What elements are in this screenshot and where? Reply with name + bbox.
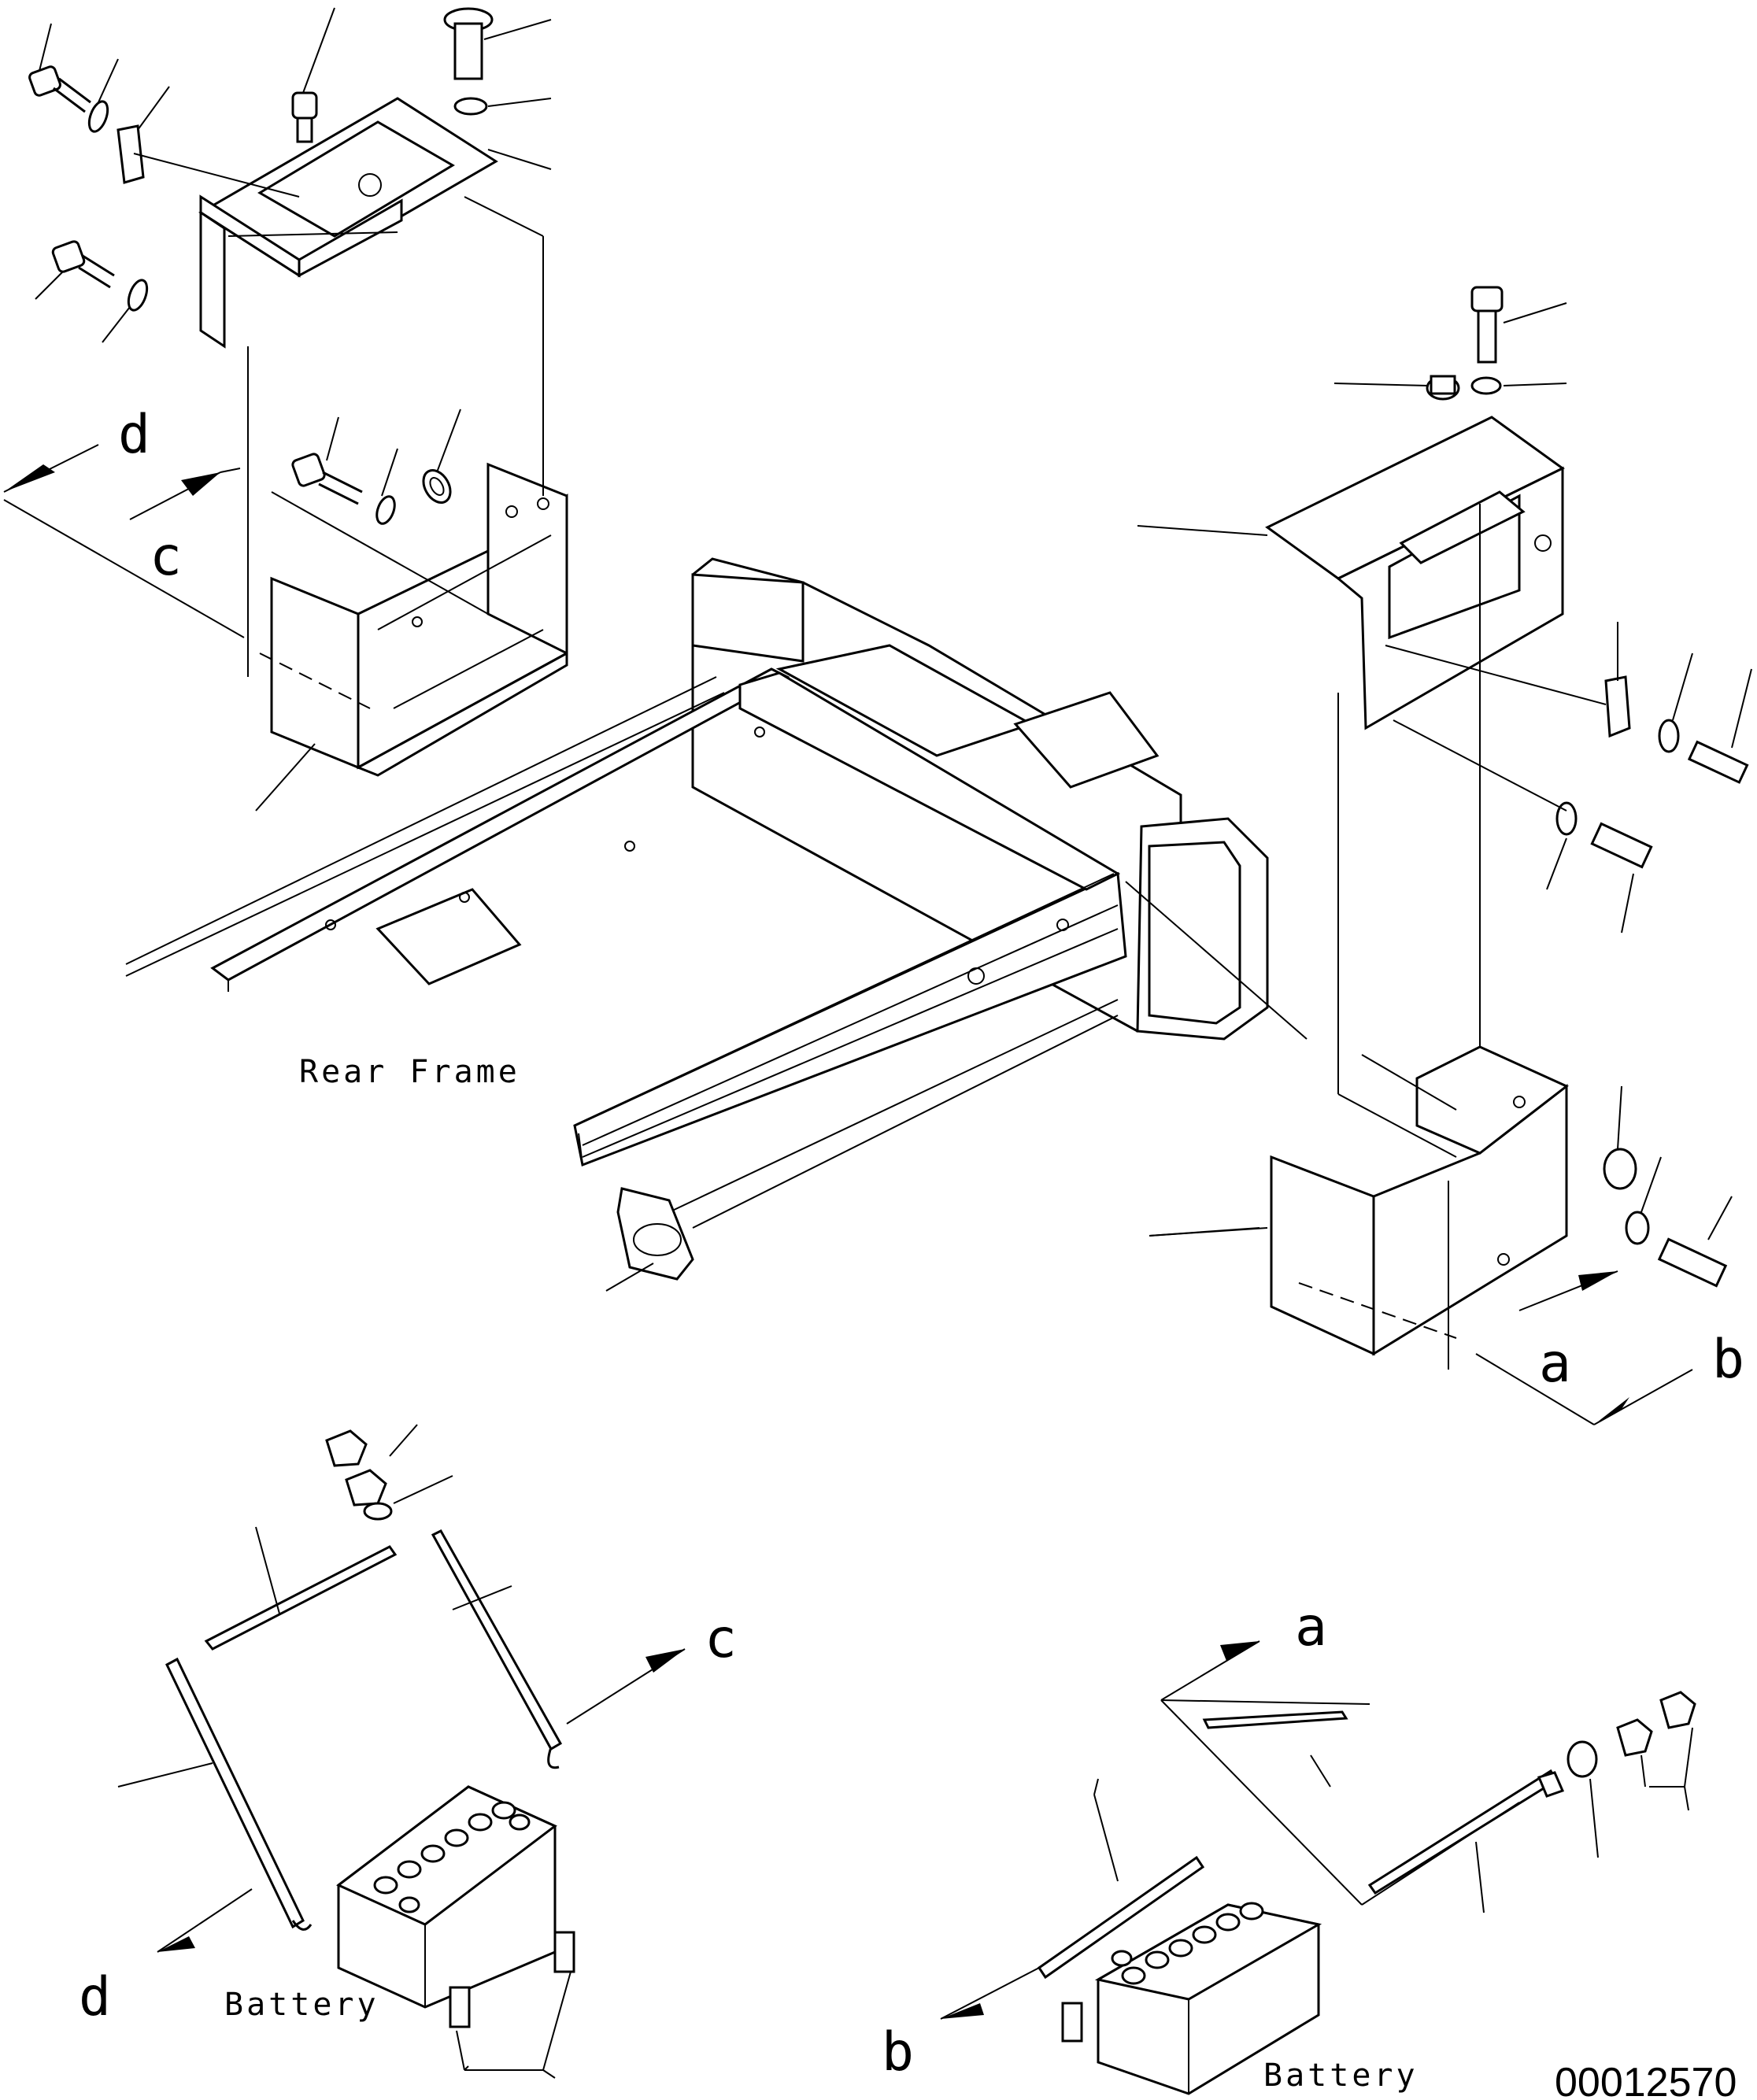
rear-frame xyxy=(125,557,1308,1292)
view-marker-d-upper: d xyxy=(118,404,150,466)
left-battery-assembly xyxy=(117,1424,686,2079)
left-hardware xyxy=(28,7,552,812)
left-top-cover xyxy=(198,97,498,349)
view-marker-d-lower: d xyxy=(79,1966,111,2028)
right-battery-caps xyxy=(1111,1902,1264,1985)
view-arrows-left xyxy=(3,444,489,638)
figure-id: 00012570 xyxy=(1555,2060,1737,2100)
view-marker-c-upper: c xyxy=(150,526,182,588)
left-battery-tray xyxy=(270,462,568,777)
right-battery-cover-assembly xyxy=(1137,286,1752,1425)
view-marker-b-upper: b xyxy=(1712,1329,1744,1391)
battery-label-right: Battery xyxy=(1263,2057,1419,2094)
left-battery-cover-assembly xyxy=(3,7,568,812)
view-marker-a-lower: a xyxy=(1295,1596,1327,1658)
rear-frame-label: Rear Frame xyxy=(299,1054,520,1090)
left-battery-caps xyxy=(373,1801,531,1913)
right-battery-assembly xyxy=(940,1640,1696,2095)
view-marker-a-upper: a xyxy=(1539,1333,1571,1395)
view-marker-b-lower: b xyxy=(882,2021,914,2083)
text-labels: Rear Frame Battery Battery 00012570 d c … xyxy=(79,404,1744,2100)
battery-label-left: Battery xyxy=(224,1987,379,2023)
view-marker-c-lower: c xyxy=(705,1608,737,1670)
